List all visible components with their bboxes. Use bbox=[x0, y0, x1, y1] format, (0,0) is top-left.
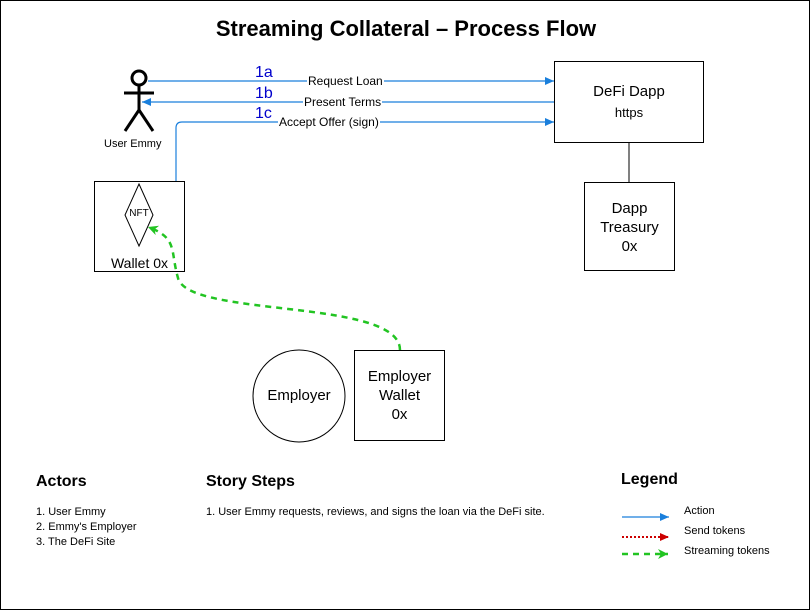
edge-1b-label: Present Terms bbox=[303, 95, 383, 109]
user-actor-icon bbox=[123, 69, 155, 132]
actors-heading: Actors bbox=[36, 473, 87, 490]
treasury-line1: Dapp bbox=[611, 200, 648, 217]
employer-wallet-node: Employer Wallet 0x bbox=[354, 350, 445, 441]
edge-accept-offer bbox=[175, 118, 554, 181]
edge-1c-label: Accept Offer (sign) bbox=[278, 115, 380, 129]
edge-streaming-tokens bbox=[147, 225, 402, 351]
employer-wallet-line2: Wallet bbox=[378, 387, 421, 404]
edge-1a-label: Request Loan bbox=[307, 74, 384, 88]
step-1b-number: 1b bbox=[255, 85, 273, 102]
employer-label: Employer bbox=[267, 387, 331, 404]
dapp-node: DeFi Dapp https bbox=[554, 61, 704, 143]
nft-token-icon bbox=[124, 182, 154, 248]
treasury-line2: Treasury bbox=[600, 219, 659, 236]
step-1c-number: 1c bbox=[255, 105, 272, 122]
wallet-node: Wallet 0x bbox=[94, 181, 185, 272]
employer-node bbox=[252, 349, 346, 443]
actors-item: 3. The DeFi Site bbox=[36, 536, 116, 548]
step-1a-number: 1a bbox=[255, 64, 273, 81]
story-heading: Story Steps bbox=[206, 473, 295, 490]
nft-label: NFT bbox=[129, 208, 149, 219]
legend-send-label: Send tokens bbox=[684, 525, 746, 537]
legend-action-label: Action bbox=[684, 505, 715, 517]
legend-heading: Legend bbox=[621, 471, 678, 488]
user-actor-label: User Emmy bbox=[104, 138, 162, 150]
diagram-title: Streaming Collateral – Process Flow bbox=[215, 16, 597, 41]
treasury-line3: 0x bbox=[621, 238, 638, 255]
actors-item: 1. User Emmy bbox=[36, 506, 106, 518]
employer-wallet-line3: 0x bbox=[391, 406, 408, 423]
dapp-url: https bbox=[614, 105, 644, 120]
wallet-label: Wallet 0x bbox=[110, 255, 169, 271]
actors-item: 2. Emmy's Employer bbox=[36, 521, 137, 533]
legend-stream-label: Streaming tokens bbox=[684, 545, 770, 557]
employer-wallet-line1: Employer bbox=[367, 368, 432, 385]
dapp-title: DeFi Dapp bbox=[593, 83, 665, 100]
story-item: 1. User Emmy requests, reviews, and sign… bbox=[206, 506, 545, 518]
treasury-node: Dapp Treasury 0x bbox=[584, 182, 675, 271]
